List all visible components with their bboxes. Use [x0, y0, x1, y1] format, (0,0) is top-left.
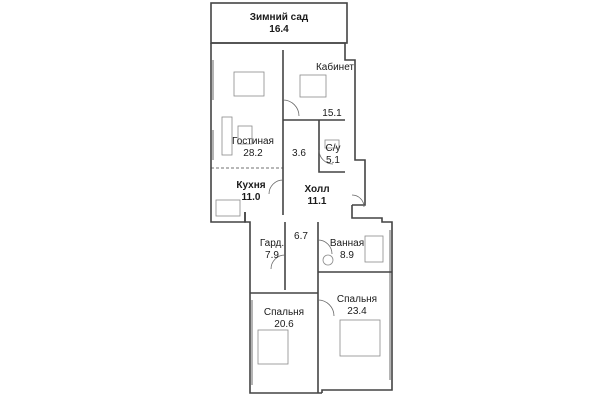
plan-windows	[212, 60, 391, 385]
room-label-kitchen: Кухня 11.0	[236, 180, 266, 203]
room-label-hall: Холл 11.1	[304, 184, 330, 207]
bathtub	[364, 235, 384, 263]
wall-lower-right	[321, 205, 393, 393]
room-area-corridor-lower: 6.7	[294, 231, 308, 242]
plan-furniture	[215, 71, 384, 365]
desk	[299, 74, 327, 98]
room-area-corridor-upper: 3.6	[292, 148, 306, 159]
wall-upper-right	[211, 42, 366, 206]
wc-fixture	[324, 139, 340, 149]
dining-table	[233, 71, 265, 97]
wall-lower-left	[244, 212, 322, 394]
kitchen-counter	[215, 199, 241, 217]
room-area-study: 15.1	[322, 108, 342, 119]
room-label-bedroom-right: Спальня 23.4	[336, 294, 378, 317]
room-label-bedroom-left: Спальня 20.6	[263, 307, 305, 330]
room-label-bathroom: Ванная 8.9	[329, 238, 365, 261]
room-label-living: Гостиная 28.2	[232, 136, 274, 159]
bed-right	[339, 319, 381, 357]
wall-wc	[318, 120, 345, 173]
coffee-table	[237, 125, 253, 145]
room-label-wc: С/у 5.1	[325, 143, 341, 166]
bed-left	[257, 329, 289, 365]
sofa	[221, 116, 233, 156]
plan-doors	[268, 99, 365, 317]
room-label-wardrobe: Гард. 7.9	[259, 238, 285, 261]
washbasin	[322, 254, 334, 266]
room-label-study: Кабинет	[315, 62, 355, 73]
room-label-winter-garden: Зимний сад 16.4	[249, 12, 309, 35]
plan-walls	[210, 2, 393, 394]
